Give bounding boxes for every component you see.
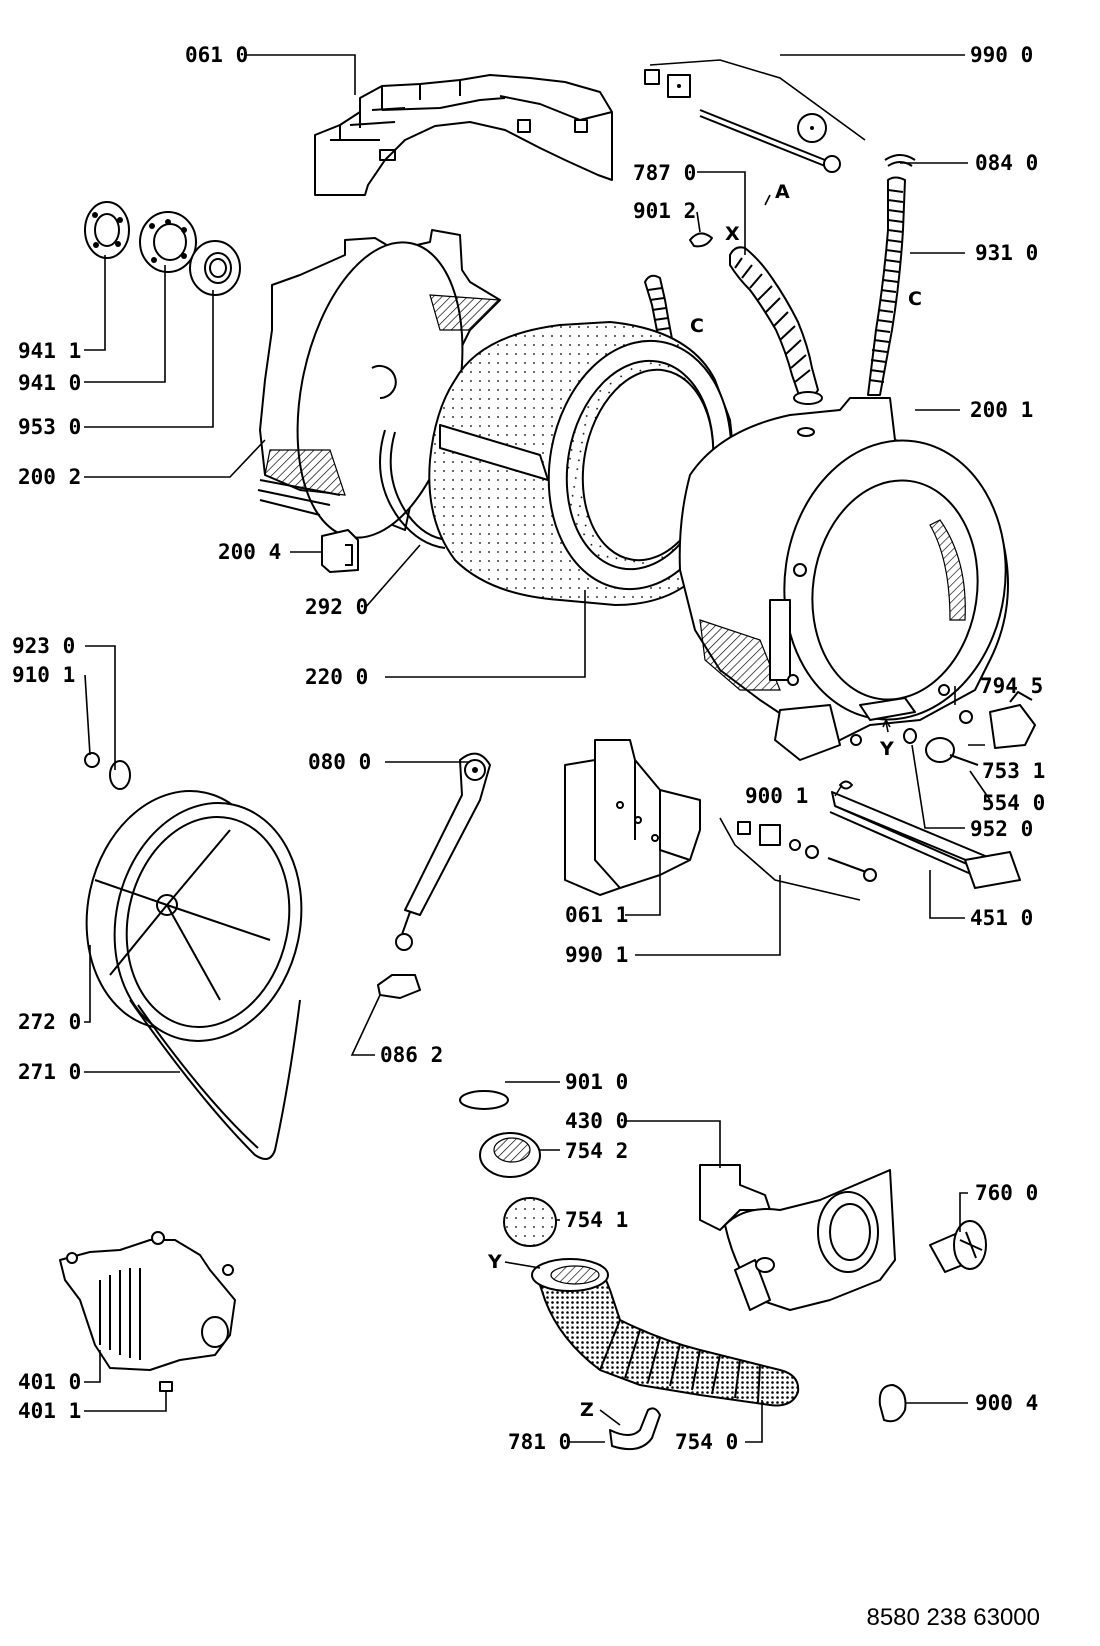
label-900-4: 900 4 [975,1391,1038,1415]
label-401-0: 401 0 [18,1370,81,1394]
rear-tub-half [257,229,502,539]
label-086-2: 086 2 [380,1043,443,1067]
ball-754-1 [503,1197,557,1247]
bearing-941-0 [139,211,197,273]
label-781-0: 781 0 [508,1430,571,1454]
heater-element [829,791,1021,889]
label-953-0: 953 0 [18,415,81,439]
seal-953-0 [189,240,241,296]
label-901-2: 901 2 [633,199,696,223]
drain-pump [699,1164,896,1311]
label-200-2: 200 2 [18,465,81,489]
fastener-kit-top [644,59,866,173]
bearing-941-1 [84,201,130,259]
label-271-0: 271 0 [18,1060,81,1084]
marker-c-left: C [690,315,704,337]
label-292-0: 292 0 [305,595,368,619]
marker-a: A [775,181,790,203]
bracket-200-4 [321,529,359,573]
label-554-0: 554 0 [982,791,1045,815]
marker-y-tub: Y [879,738,894,760]
part-labels: 061 0 990 0 084 0 787 0 901 2 931 0 941 … [12,43,1045,1454]
seal-952-0 [903,728,917,744]
pump-filter [929,1220,987,1273]
label-941-0: 941 0 [18,371,81,395]
label-084-0: 084 0 [975,151,1038,175]
hose-clip-901-2 [689,232,713,248]
marker-y-hose: Y [487,1251,502,1273]
label-430-0: 430 0 [565,1109,628,1133]
leader-lines [84,54,991,1443]
label-451-0: 451 0 [970,906,1033,930]
label-272-0: 272 0 [18,1010,81,1034]
drive-belt [129,999,301,1160]
label-910-1: 910 1 [12,663,75,687]
clamp-901-0 [459,1090,509,1110]
seal-754-2 [479,1132,541,1178]
label-923-0: 923 0 [12,634,75,658]
front-tub-half [678,397,1009,761]
label-787-0: 787 0 [633,161,696,185]
clamp-900-4 [878,1384,907,1423]
label-901-0: 901 0 [565,1070,628,1094]
bellows-hose [729,246,823,405]
tub-seal-ring [379,429,449,549]
thermostat-554 [925,737,979,766]
label-754-2: 754 2 [565,1139,628,1163]
label-941-1: 941 1 [18,339,81,363]
drum-pulley [85,790,303,1042]
label-220-0: 220 0 [305,665,368,689]
nut-910-1 [84,752,100,768]
washer-923-0 [109,760,131,790]
hose-clip-084 [884,154,916,167]
document-code: 8580 238 63000 [866,1604,1040,1631]
label-061-0: 061 0 [185,43,248,67]
counterweight-front [564,739,701,896]
label-080-0: 080 0 [308,750,371,774]
bracket-086-2 [377,974,421,999]
label-200-4: 200 4 [218,540,281,564]
label-754-1: 754 1 [565,1208,628,1232]
marker-c-right: C [908,288,922,310]
label-401-1: 401 1 [18,1399,81,1423]
marker-x: X [725,223,740,245]
label-952-0: 952 0 [970,817,1033,841]
label-990-1: 990 1 [565,943,628,967]
fastener-kit-front [719,817,877,901]
label-900-1: 900 1 [745,784,808,808]
carbon-brush-401-1 [159,1381,173,1392]
label-990-0: 990 0 [970,43,1033,67]
label-931-0: 931 0 [975,241,1038,265]
short-hose [609,1407,661,1451]
drain-hose [531,1258,800,1407]
shock-absorber [395,752,491,951]
label-760-0: 760 0 [975,1181,1038,1205]
label-061-1: 061 1 [565,903,628,927]
drive-motor [59,1231,236,1371]
label-200-1: 200 1 [970,398,1033,422]
label-754-0: 754 0 [675,1430,738,1454]
reference-markers: A X C C Y Y Z [487,181,922,1421]
counterweight-top [314,74,613,196]
label-753-1: 753 1 [982,759,1045,783]
nut-794-5 [959,710,973,724]
ntc-sensor [989,691,1036,749]
marker-z: Z [580,1399,594,1421]
label-794-5: 794 5 [980,674,1043,698]
clip-900-1 [839,780,853,790]
corrugated-hose-right [867,176,906,396]
